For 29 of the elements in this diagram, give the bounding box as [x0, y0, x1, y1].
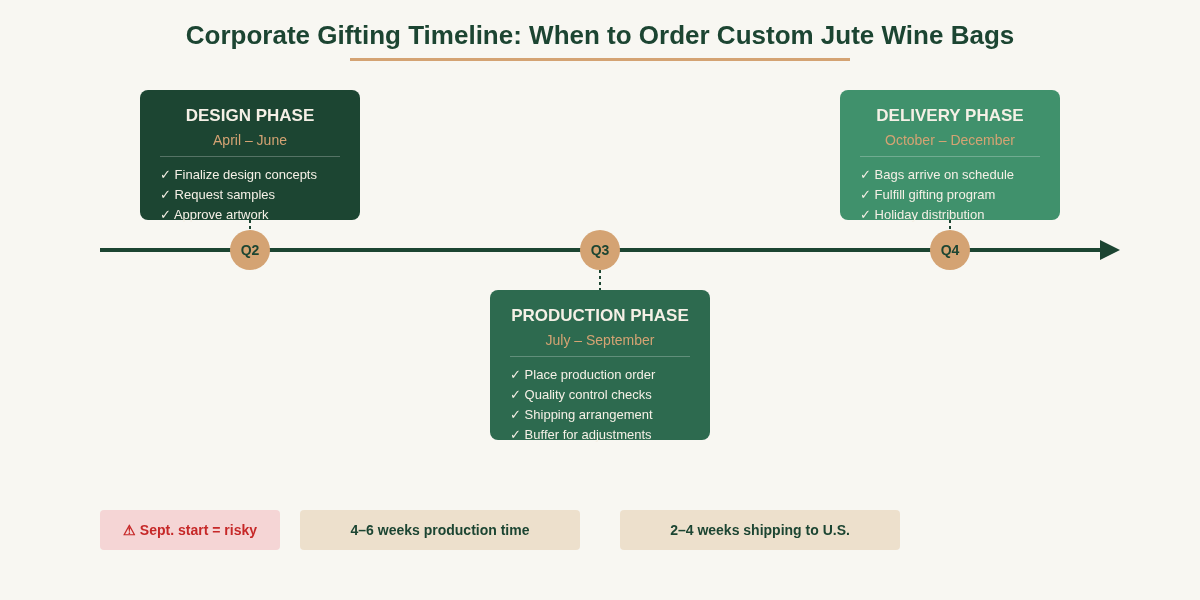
- checklist-item: ✓ Fulfill gifting program: [860, 187, 996, 202]
- checklist-item: ✓ Bags arrive on schedule: [860, 167, 1015, 182]
- checklist-item: ✓ Place production order: [510, 367, 656, 382]
- connector-line: [249, 219, 251, 231]
- warning-note: ⚠ Sept. start = risky: [100, 510, 280, 550]
- date-range: April – June: [213, 132, 287, 148]
- checklist-item: ✓ Approve artwork: [160, 207, 269, 222]
- checklist-item: ✓ Finalize design concepts: [160, 167, 317, 182]
- checklist-item: ✓ Shipping arrangement: [510, 407, 653, 422]
- phase-heading: PRODUCTION PHASE: [511, 306, 689, 325]
- checklist-item: ✓ Holiday distribution: [860, 207, 985, 222]
- date-range: July – September: [545, 332, 655, 348]
- date-range: October – December: [885, 132, 1015, 148]
- phase-card: [840, 90, 1060, 220]
- quarter-marker: Q3: [580, 230, 620, 270]
- connector-line: [599, 269, 601, 291]
- quarter-marker: Q2: [230, 230, 270, 270]
- connector-line: [949, 219, 951, 231]
- title: Corporate Gifting Timeline: When to Order Custom Jute Wine Bags: [185, 20, 1015, 50]
- phase-card: [140, 90, 360, 220]
- checklist-item: ✓ Quality control checks: [510, 387, 652, 402]
- duration-note: 4–6 weeks production time: [300, 510, 580, 550]
- quarter-marker: Q4: [930, 230, 970, 270]
- phase-card: [490, 290, 710, 440]
- checklist-item: ✓ Buffer for adjustments: [510, 427, 652, 442]
- phase-heading: DELIVERY PHASE: [876, 106, 1024, 125]
- phase-heading: DESIGN PHASE: [185, 106, 315, 125]
- duration-note: 2–4 weeks shipping to U.S.: [620, 510, 900, 550]
- checklist-item: ✓ Request samples: [160, 187, 276, 202]
